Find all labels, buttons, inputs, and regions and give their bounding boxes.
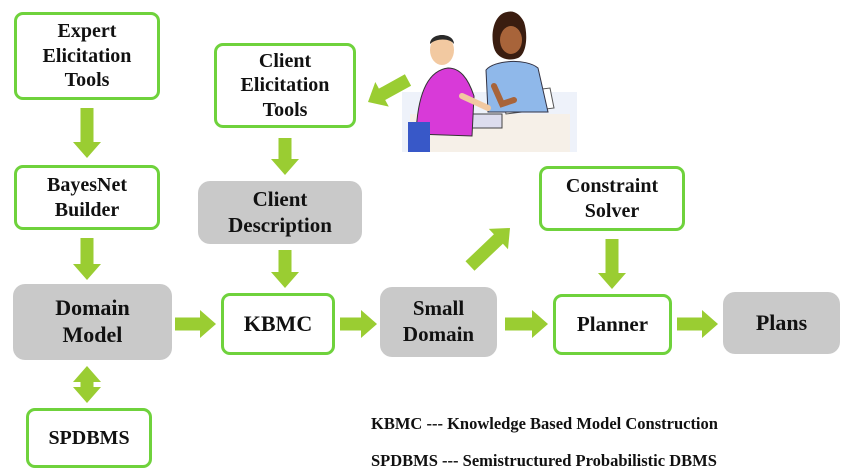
domain-model-box: Domain Model <box>13 284 172 360</box>
arrow-domain-spdbms <box>73 366 101 403</box>
arrow-small-to-constraint <box>465 228 510 271</box>
kbmc-box: KBMC <box>221 293 335 355</box>
arrow-people-to-client-elicitation <box>368 74 412 107</box>
arrow-small-to-planner <box>505 310 548 338</box>
arrow-kbmc-to-small <box>340 310 377 338</box>
small-domain-box: Small Domain <box>380 287 497 357</box>
arrow-planner-to-plans <box>677 310 718 338</box>
legend-spdbms: SPDBMS --- Semistructured Probabilistic … <box>371 451 717 470</box>
client-elicitation-tools-box: Client Elicitation Tools <box>214 43 356 128</box>
legend-kbmc: KBMC --- Knowledge Based Model Construct… <box>371 414 718 433</box>
spdbms-box: SPDBMS <box>26 408 152 468</box>
bayesnet-builder-box: BayesNet Builder <box>14 165 160 230</box>
client-description-box: Client Description <box>198 181 362 244</box>
consultation-illustration <box>402 11 577 152</box>
constraint-solver-box: Constraint Solver <box>539 166 685 231</box>
expert-elicitation-tools-box: Expert Elicitation Tools <box>14 12 160 100</box>
arrow-bayesnet-to-domain <box>73 238 101 280</box>
arrow-description-to-kbmc <box>271 250 299 288</box>
arrow-expert-to-bayesnet <box>73 108 101 158</box>
arrow-constraint-to-planner <box>598 239 626 289</box>
plans-box: Plans <box>723 292 840 354</box>
arrow-client-elicitation-to-description <box>271 138 299 175</box>
planner-box: Planner <box>553 294 672 355</box>
arrow-domain-to-kbmc <box>175 310 216 338</box>
